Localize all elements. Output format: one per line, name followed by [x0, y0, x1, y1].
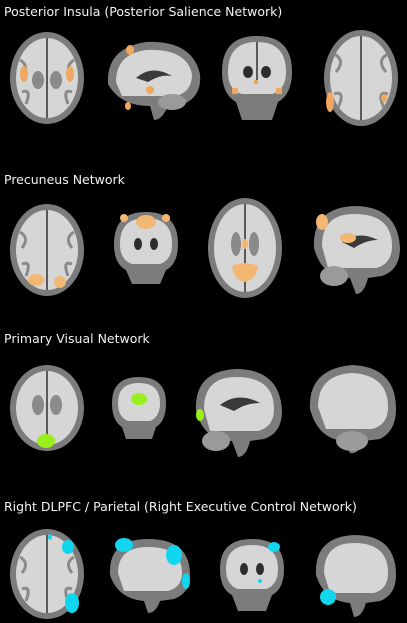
- activation-blob: [126, 45, 134, 55]
- activation-blob: [254, 80, 258, 84]
- network-panel-primary-visual: Primary Visual Network: [0, 331, 407, 457]
- activation-blob: [268, 542, 280, 552]
- activation-blob: [326, 92, 334, 112]
- network-panel-precuneus: Precuneus Network: [0, 172, 407, 298]
- sagittal-slice: [304, 361, 400, 457]
- activation-blob: [62, 540, 74, 554]
- brain-slices-row: [0, 28, 407, 128]
- sagittal-slice: [308, 202, 402, 298]
- activation-blob: [258, 579, 262, 583]
- sagittal-slice: [104, 535, 194, 615]
- axial-slice: [8, 363, 86, 453]
- activation-blob: [232, 88, 238, 94]
- activation-blob: [65, 593, 79, 613]
- brain-slices-row: [0, 355, 407, 457]
- activation-blob: [276, 88, 282, 94]
- network-title: Primary Visual Network: [4, 331, 150, 346]
- activation-blob: [316, 214, 328, 230]
- activation-blob: [28, 274, 44, 286]
- network-panel-posterior-insula: Posterior Insula (Posterior Salience Net…: [0, 4, 407, 130]
- activation-blob: [66, 66, 74, 82]
- axial-slice: [8, 202, 86, 298]
- activation-blob: [320, 589, 336, 605]
- brain-slices-row: [0, 523, 407, 623]
- network-title: Precuneus Network: [4, 172, 125, 187]
- coronal-slice: [218, 32, 296, 124]
- activation-blob: [242, 239, 248, 249]
- activation-blob: [120, 214, 128, 222]
- activation-blob: [182, 573, 190, 589]
- activation-blob: [48, 534, 52, 540]
- activation-blob: [131, 393, 147, 405]
- activation-blob: [162, 214, 170, 222]
- activation-blob: [115, 538, 133, 552]
- coronal-slice: [110, 208, 182, 288]
- activation-blob: [340, 233, 356, 243]
- network-panel-right-executive-control: Right DLPFC / Parietal (Right Executive …: [0, 499, 407, 621]
- activation-blob: [232, 263, 258, 282]
- activation-blob: [381, 94, 387, 102]
- activation-blob: [146, 86, 154, 94]
- activation-blob: [20, 66, 28, 82]
- sagittal-slice: [310, 531, 400, 621]
- network-title: Posterior Insula (Posterior Salience Net…: [4, 4, 283, 19]
- activation-blob: [166, 545, 182, 565]
- brain-slices-row: [0, 196, 407, 298]
- coronal-slice: [216, 535, 288, 615]
- activation-blob: [37, 434, 55, 448]
- sagittal-slice: [100, 34, 204, 122]
- axial-slice: [8, 527, 86, 621]
- coronal-slice: [108, 373, 170, 443]
- activation-blob: [54, 276, 66, 288]
- axial-slice: [322, 28, 400, 128]
- activation-blob: [136, 215, 156, 229]
- sagittal-slice: [190, 365, 284, 461]
- axial-slice: [8, 30, 86, 126]
- activation-blob: [196, 409, 204, 421]
- activation-blob: [125, 102, 131, 110]
- axial-slice: [206, 196, 284, 300]
- network-title: Right DLPFC / Parietal (Right Executive …: [4, 499, 357, 514]
